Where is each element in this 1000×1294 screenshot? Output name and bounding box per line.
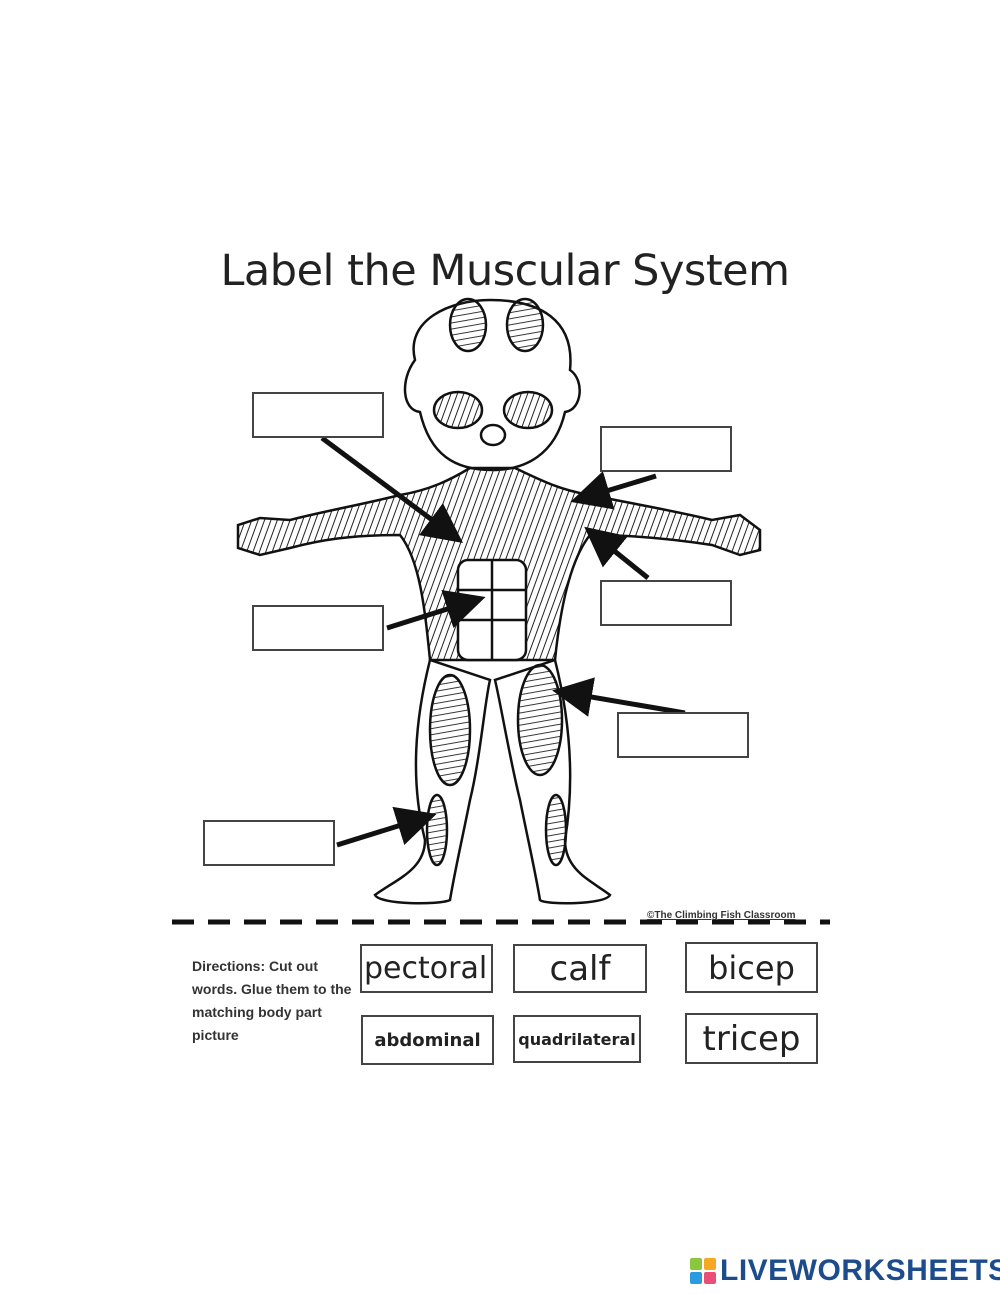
liveworksheets-logo: LIVEWORKSHEETS <box>690 1254 1000 1288</box>
word-card-abdominal: abdominal <box>361 1015 494 1065</box>
word-card-pectoral: pectoral <box>360 944 493 993</box>
worksheet-title: Label the Muscular System <box>220 246 790 296</box>
word-card-bicep: bicep <box>685 942 818 993</box>
answer-box-calf[interactable] <box>203 820 335 866</box>
logo-text: LIVEWORKSHEETS <box>720 1254 1000 1287</box>
logo-icon <box>690 1258 716 1284</box>
word-card-quadrilateral: quadrilateral <box>513 1015 641 1063</box>
left-leg <box>373 658 492 905</box>
answer-box-abdominal[interactable] <box>252 605 384 651</box>
pointer-arrows <box>320 435 686 848</box>
word-card-calf: calf <box>513 944 647 993</box>
directions-text: Directions: Cut out words. Glue them to … <box>192 958 352 1043</box>
answer-box-pectoral[interactable] <box>252 392 384 438</box>
word-card-tricep: tricep <box>685 1013 818 1064</box>
answer-box-upper-arm[interactable] <box>600 426 732 472</box>
answer-box-arm[interactable] <box>600 580 732 626</box>
answer-box-thigh[interactable] <box>617 712 749 758</box>
copyright-text: ©The Climbing Fish Classroom <box>647 910 796 921</box>
